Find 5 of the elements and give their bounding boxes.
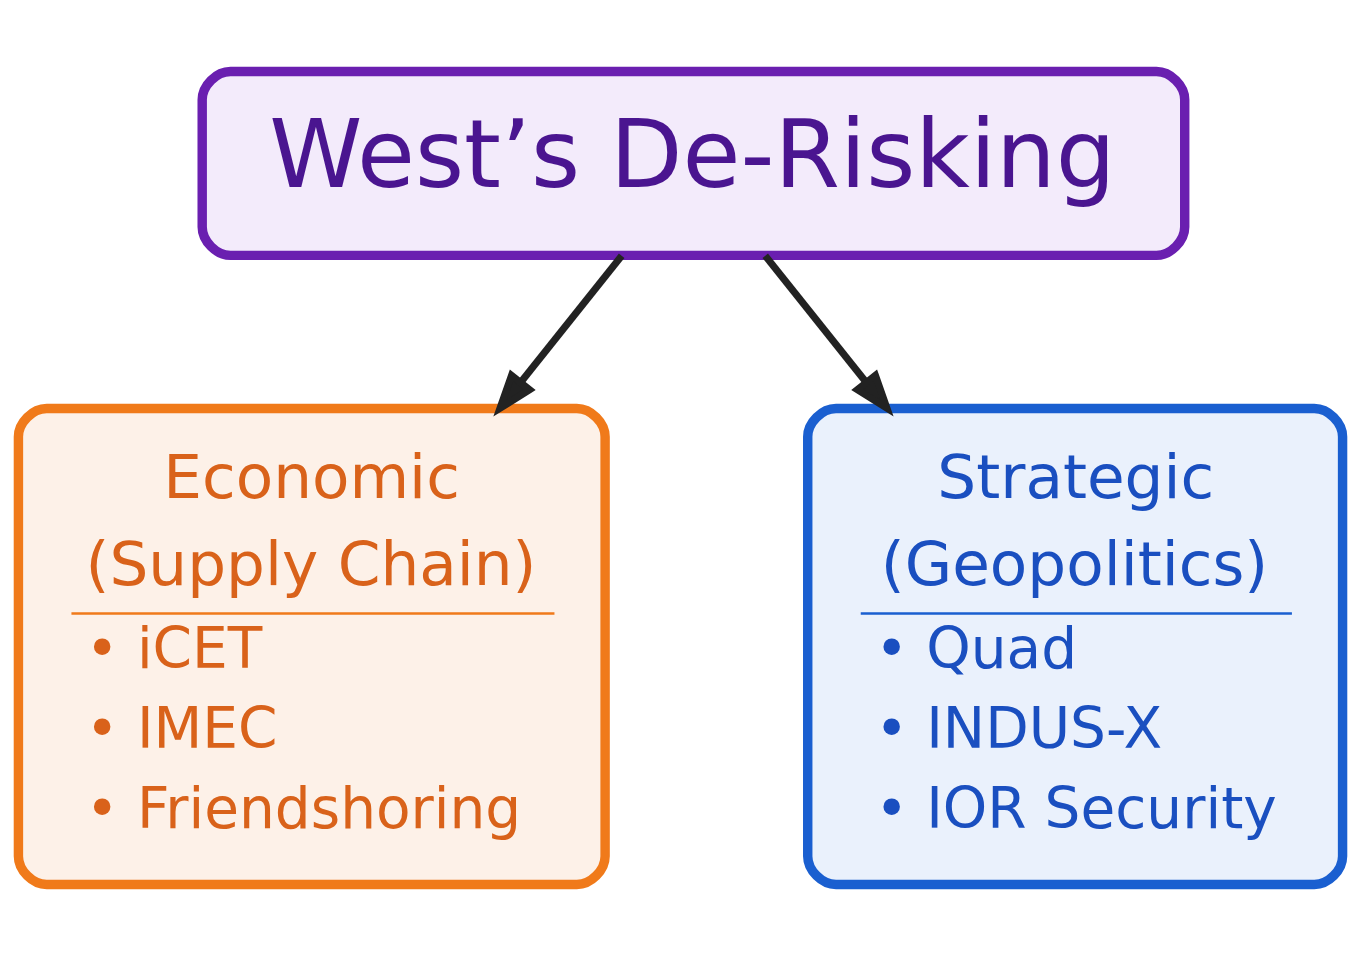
arrow <box>762 253 894 417</box>
node-box: Economic (Supply Chain) • iCET • IMEC • Friendshoring <box>13 403 610 889</box>
node-box: West’s De-Risking <box>197 66 1189 260</box>
node-box: Strategic (Geopolitics) • Quad • INDUS-X • IOR Security <box>802 403 1347 889</box>
arrow <box>492 253 624 417</box>
